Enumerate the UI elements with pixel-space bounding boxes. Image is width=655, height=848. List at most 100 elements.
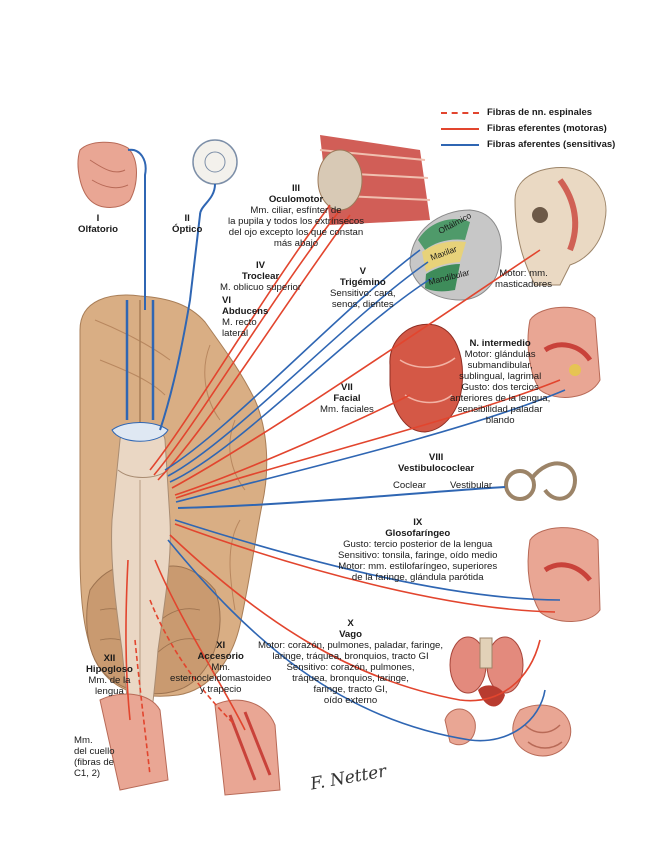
nerve-name: Óptico [172,224,203,235]
nerve-description: anteriores de la lengua, [450,393,551,404]
legend-label: Fibras eferentes (motoras) [487,123,607,134]
nerve-description: de la faringe, glándula parótida [351,572,484,583]
label-cochlear: Coclear [393,480,427,491]
nerve-description: Motor: mm. [499,268,548,279]
legend-swatch-red [441,128,479,130]
eye-illustration [159,139,238,431]
legend-label: Fibras aferentes (sensitivas) [487,139,616,150]
nerve-description: la pupila y todos los extrínsecos [228,216,364,227]
legend-item-efferent: Fibras eferentes (motoras) [441,121,615,137]
nerve-description: esternocleidomastoideo [170,673,272,684]
nerve-description: Mm. [211,662,230,673]
roman-numeral: X [347,618,354,629]
nerve-description: M. recto [222,317,257,328]
nerve-name: Facial [333,393,361,404]
nerve-name: N. intermedio [469,338,531,349]
nerve-description: senos, dientes [331,299,394,310]
pharynx-illustration [527,527,601,622]
skull-illustration [514,166,607,286]
nerve-pathways [125,204,566,776]
roman-numeral: VIII [428,452,444,463]
roman-numeral: V [359,266,366,277]
label-intermediate-nerve: N. intermedio Motor: glándulas submandib… [450,338,550,426]
nose-illustration [77,141,147,310]
nerve-name: Troclear [241,271,280,282]
label-trochlear: IV Troclear M. oblicuo superior [220,260,301,293]
label-vestibular: Vestibular [450,480,493,491]
nerve-name: Accesorio [197,651,244,662]
nerve-description: blando [485,415,515,426]
roman-numeral: IV [255,260,266,271]
roman-numeral: XI [216,640,226,651]
nerve-description: del cuello [74,746,115,757]
nerve-description: masticadores [495,279,553,290]
trigeminal-head-illustration [409,209,502,301]
nerve-name: Olfatorio [78,224,118,235]
roman-numeral: XII [103,653,116,664]
nerve-description: M. oblicuo superior [220,282,302,293]
nerve-name: Trigémino [339,277,386,288]
roman-numeral: III [292,183,300,194]
inner-ear-illustration [504,461,578,501]
nerve-description: Mm. faciales [320,404,374,415]
nerve-description: Motor: corazón, pulmones, paladar, farin… [258,640,444,651]
nerve-description: más abajo [273,238,319,249]
legend-swatch-blue [441,144,479,146]
nerve-name: Glosofaríngeo [385,528,451,539]
nerve-description: del ojo excepto los que constan [228,227,364,238]
legend: Fibras de nn. espinales Fibras eferentes… [441,105,615,153]
face-muscles-illustration [389,323,464,433]
label-olfactory: I Olfatorio [78,213,118,235]
nerve-description: oído externo [323,695,378,706]
roman-numeral: I [96,213,100,224]
nerve-description: Mm. [74,735,93,746]
nerve-name: Vestibulococlear [398,463,475,474]
nerve-description: Gusto: tercio posterior de la lengua [343,539,493,550]
label-vestibulocochlear: VIII Vestibulococlear [398,452,474,474]
nerve-description: Sensitivo: cara, [330,288,396,299]
nerve-name: Hipogloso [86,664,133,675]
label-trigeminal: V Trigémino Sensitivo: cara, senos, dien… [330,266,396,310]
label-hypoglossal: XII Hipogloso Mm. de la lengua [86,653,133,697]
nerve-description: Mm. de la [88,675,131,686]
nerve-description: lateral [222,328,249,339]
nerve-description: Mm. ciliar, esfínter de [250,205,342,216]
nerve-description: Sensitivo: corazón, pulmones, [286,662,415,673]
nerve-description: Motor: glándulas [464,349,536,360]
nerve-description: submandibular, [467,360,533,371]
label-accessory: XI Accesorio Mm. esternocleidomastoideo … [170,640,271,695]
label-optic: II Óptico [172,213,202,235]
nerve-description: Motor: mm. estilofaríngeo, superiores [338,561,498,572]
oral-cavity-illustration [527,306,601,398]
nerve-description: sublingual, lagrimal [459,371,542,382]
label-masticatory: Motor: mm. masticadores [495,268,552,290]
nerve-description: y trapecio [199,684,242,695]
nerve-description: laringe, tráquea, bronquios, tracto GI [272,651,429,662]
nerve-description: Sensitivo: tonsila, faringe, oído medio [338,550,498,561]
nerve-description: faringe, tracto GI, [313,684,388,695]
nerve-description: Gusto: dos tercios [461,382,539,393]
label-glossopharyngeal: IX Glosofaríngeo Gusto: tercio posterior… [338,517,497,583]
nerve-name: Oculomotor [268,194,324,205]
label-oculomotor: III Oculomotor Mm. ciliar, esfínter de l… [228,183,364,249]
roman-numeral: VI [222,295,232,306]
nerve-name: Abducens [222,306,269,317]
nerve-description: (fibras de [74,757,114,768]
nerve-description: tráquea, bronquios, laringe, [292,673,409,684]
nerve-description: sensibilidad paladar [457,404,543,415]
nerve-description: C1, 2) [74,768,101,779]
neck-illustration [99,693,281,796]
roman-numeral: II [184,213,190,224]
nerve-description: lengua [95,686,124,697]
legend-item-spinal: Fibras de nn. espinales [441,105,615,121]
label-abducens: VI Abducens M. recto lateral [222,295,268,339]
roman-numeral: IX [413,517,423,528]
roman-numeral: VII [341,382,353,393]
legend-swatch-dashed [441,112,479,114]
orbit-muscles-illustration [317,135,431,225]
label-vagus: X Vago Motor: corazón, pulmones, paladar… [258,618,443,706]
viscera-illustration [444,636,572,757]
label-neck-muscles: Mm. del cuello (fibras de C1, 2) [74,735,115,779]
